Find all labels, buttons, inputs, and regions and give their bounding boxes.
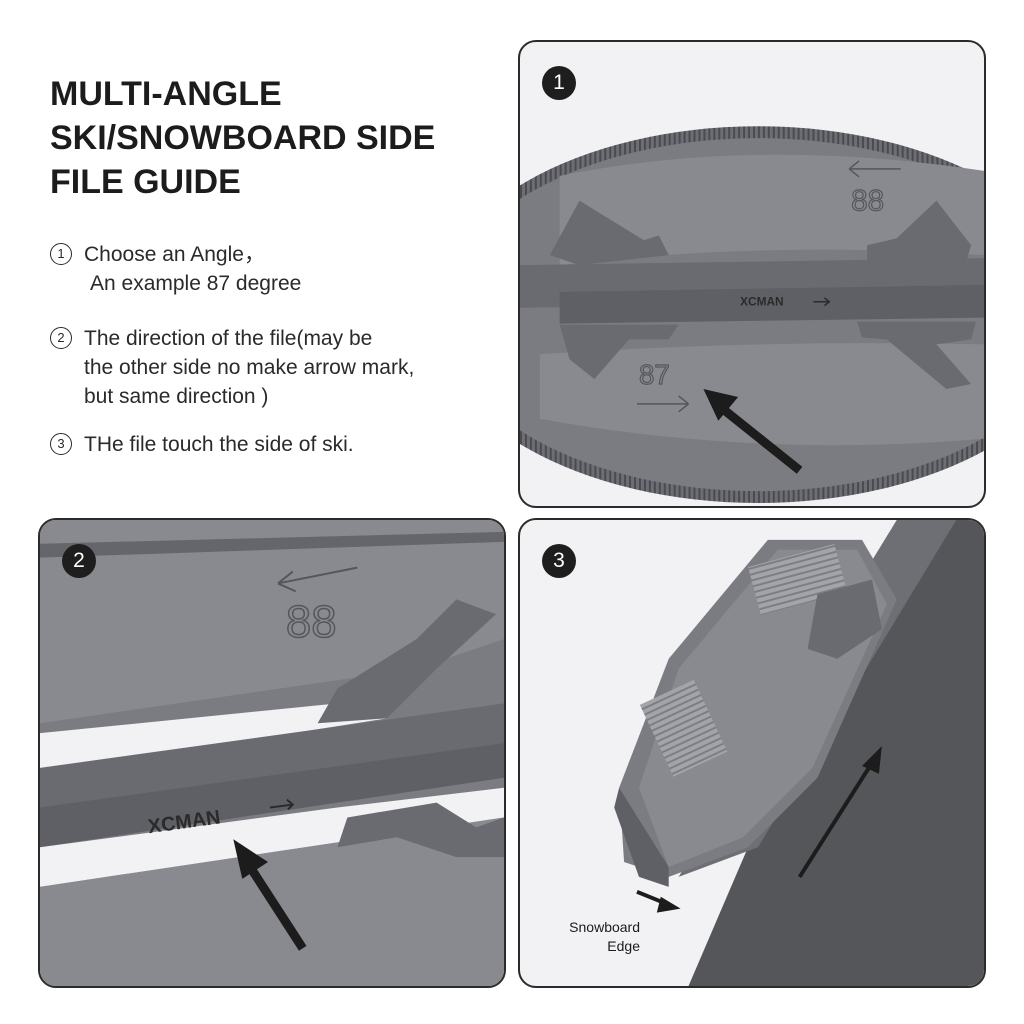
title-line-3: FILE GUIDE	[50, 163, 241, 201]
snowboard-edge-illustration	[614, 520, 984, 986]
title-line-1: MULTI-ANGLE	[50, 75, 282, 113]
instruction-step-2: 2 The direction of the file(may be the o…	[50, 324, 414, 411]
bracket-right-top	[317, 599, 497, 724]
bracket-left-top	[549, 200, 669, 266]
arrow-right-mark	[636, 395, 690, 413]
step-number-3: 3	[50, 433, 72, 455]
bracket-right-bottom	[337, 802, 504, 858]
step-number-2: 2	[50, 327, 72, 349]
bracket-right-top	[867, 200, 972, 263]
guide-rail-front	[40, 743, 504, 848]
angle-label-88: 88	[851, 185, 884, 218]
guide-tool-clip	[807, 579, 882, 659]
panel-badge-2: 2	[62, 544, 96, 578]
snowboard-side	[688, 520, 984, 986]
panel-choose-angle: 1 XCMAN 88 87	[518, 40, 986, 508]
brand-arrow	[269, 798, 295, 811]
pointer-arrowhead	[233, 839, 269, 879]
pointer-arrowhead	[703, 389, 739, 421]
guide-rim-top	[40, 531, 504, 558]
brand-arrow	[813, 297, 831, 307]
guide-top-segment	[559, 154, 984, 266]
snowboard-edge-label: Snowboard Edge	[550, 918, 640, 956]
bracket-left-bottom	[559, 324, 679, 380]
step-2-line-2: the other side no make arrow mark,	[84, 356, 415, 379]
direction-arrowhead	[862, 746, 882, 774]
brand-mark: XCMAN	[740, 295, 784, 309]
bracket-right-bottom	[857, 321, 977, 390]
panel-badge-3: 3	[542, 544, 576, 578]
arrow-left-mark	[277, 566, 358, 593]
panel-badge-1: 1	[542, 66, 576, 100]
pointer-arrow	[246, 864, 307, 951]
step-3-line-1: THe file touch the side of ski.	[84, 433, 354, 456]
edge-label-line-1: Snowboard	[569, 919, 640, 935]
instruction-step-3: 3 THe file touch the side of ski.	[50, 430, 354, 459]
panel-file-touch-side: 3 Snowboard Edge	[518, 518, 986, 988]
angle-guide-illustration: XCMAN 88 87	[520, 126, 984, 503]
pointer-arrow	[717, 403, 803, 474]
guide-tool-base	[614, 787, 669, 887]
step-number-1: 1	[50, 243, 72, 265]
step-1-line-1: Choose an Angle，	[84, 243, 265, 266]
step-1-line-2: An example 87 degree	[90, 272, 302, 295]
direction-arrow	[797, 761, 874, 878]
angle-label-87: 87	[639, 359, 670, 390]
arrow-left-mark	[848, 160, 901, 178]
guide-gap	[40, 703, 388, 773]
angle-label-88: 88	[286, 596, 337, 647]
title-line-2: SKI/SNOWBOARD SIDE	[50, 119, 436, 157]
guide-rail-front	[559, 284, 984, 324]
guide-bottom-segment	[539, 343, 984, 446]
instruction-step-1: 1 Choose an Angle， An example 87 degree	[50, 240, 301, 298]
grip-ridges-left	[639, 679, 728, 777]
panel-file-direction: 2 XCMAN 88	[38, 518, 506, 988]
file-direction-illustration: XCMAN 88	[40, 520, 504, 986]
edge-label-line-2: Edge	[607, 938, 640, 954]
edge-pointer-arrowhead	[656, 896, 681, 913]
page-title: MULTI-ANGLE SKI/SNOWBOARD SIDE FILE GUID…	[50, 72, 490, 204]
step-2-line-3: but same direction )	[84, 385, 269, 408]
step-2-line-1: The direction of the file(may be	[84, 327, 373, 350]
